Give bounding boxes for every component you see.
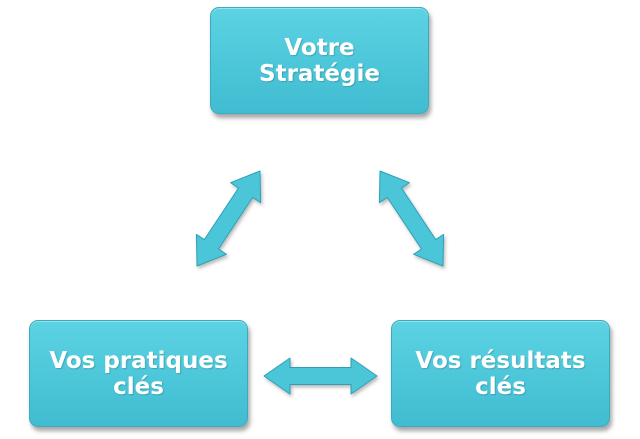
- arrow-strategy-results: [378, 170, 445, 267]
- results-label: Vos résultats clés: [415, 347, 586, 400]
- arrow-practices-results: [263, 357, 378, 395]
- strategy-label: Votre Stratégie: [259, 34, 380, 87]
- arrow-strategy-practices: [195, 170, 262, 267]
- results-box: Vos résultats clés: [391, 320, 610, 427]
- practices-box: Vos pratiques clés: [29, 320, 248, 427]
- strategy-box: Votre Stratégie: [210, 7, 429, 114]
- practices-label: Vos pratiques clés: [49, 347, 228, 400]
